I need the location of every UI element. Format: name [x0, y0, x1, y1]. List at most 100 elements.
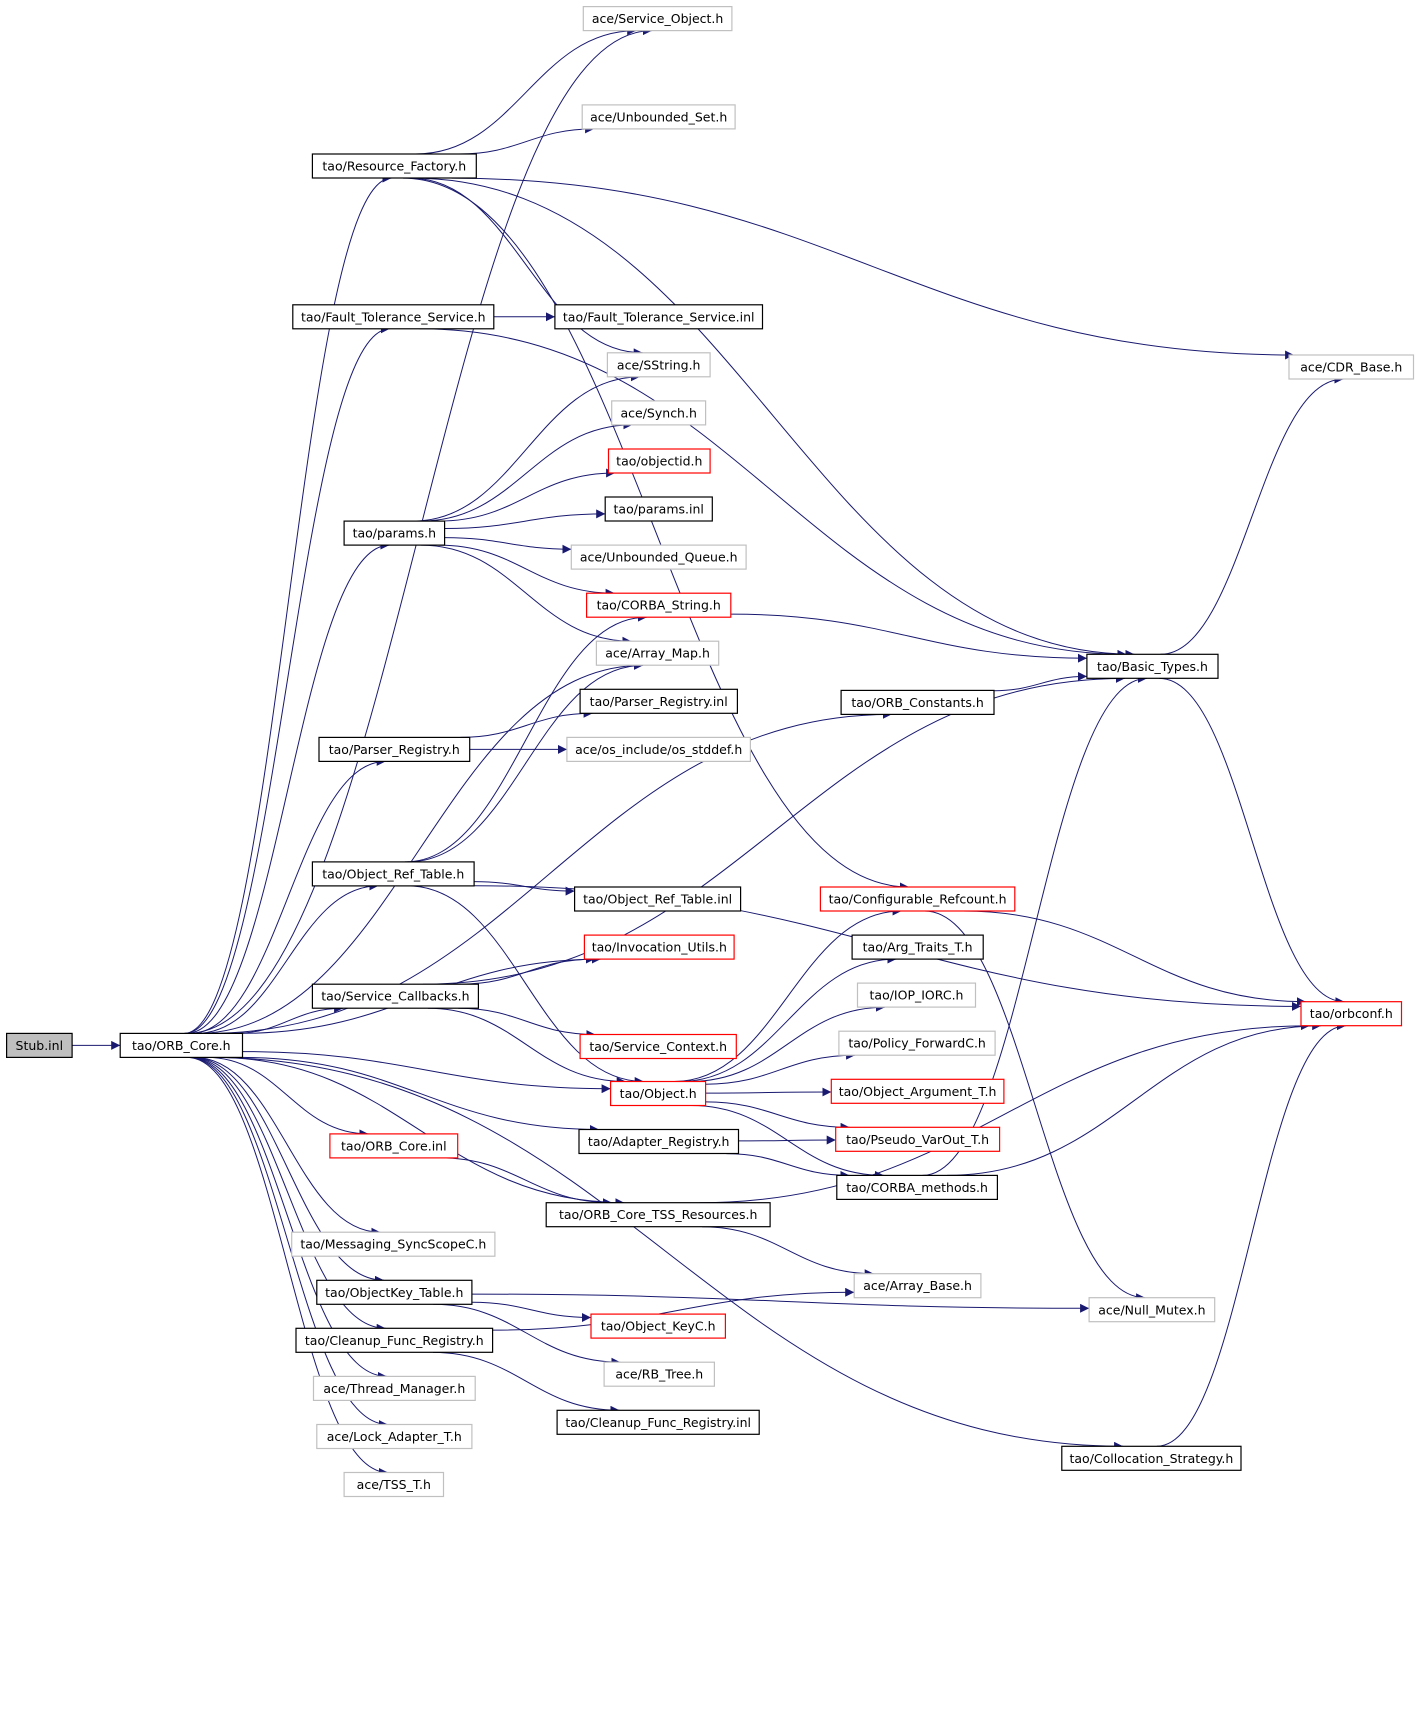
node-box [316, 1423, 473, 1450]
edge-arrow [207, 709, 892, 1034]
node-box [573, 886, 742, 912]
edge-orbcore-to-object [242, 1051, 611, 1094]
edge-resfac-to-svcobj [415, 26, 637, 155]
edge-arrow [419, 328, 1127, 659]
node-label: ace/Array_Map.h [605, 646, 710, 661]
node-polfwd[interactable]: tao/Policy_ForwardC.h [838, 1030, 996, 1056]
node-corbameth[interactable]: tao/CORBA_methods.h [836, 1174, 998, 1201]
node-box [316, 1279, 473, 1305]
node-label: tao/Configurable_Refcount.h [829, 892, 1007, 907]
node-lockadapter[interactable]: ace/Lock_Adapter_T.h [316, 1423, 473, 1450]
node-objkeyc[interactable]: tao/Object_KeyC.h [590, 1313, 726, 1339]
node-tsst[interactable]: ace/TSS_T.h [343, 1471, 445, 1498]
edge-arrow [730, 613, 1087, 663]
edge-parserreg-to-parserreginl [460, 708, 593, 738]
node-label: tao/CORBA_methods.h [846, 1180, 988, 1195]
edge-object-to-argtraits [679, 954, 897, 1082]
edge-arrow [705, 1101, 850, 1132]
edge-adapterreg-to-pseudovar [738, 1135, 836, 1145]
node-resfac[interactable]: tao/Resource_Factory.h [311, 153, 477, 179]
node-unbqueue[interactable]: ace/Unbounded_Queue.h [570, 544, 747, 570]
edge-arrow [471, 1293, 1090, 1313]
node-svcobj[interactable]: ace/Service_Object.h [582, 5, 733, 32]
node-nullmutex[interactable]: ace/Null_Mutex.h [1088, 1297, 1216, 1323]
edge-arrow [422, 673, 1125, 985]
node-orbcore[interactable]: tao/ORB_Core.h [119, 1032, 244, 1059]
edge-arrow [189, 1056, 386, 1333]
node-label: tao/Service_Context.h [589, 1039, 727, 1054]
edge-arrow [187, 1056, 388, 1429]
node-iopiorc[interactable]: tao/IOP_IORC.h [856, 982, 977, 1008]
edge-orbconst-to-basictypes [994, 671, 1087, 692]
edge-orbcore-to-resfac [184, 173, 392, 1034]
node-label: tao/params.h [353, 526, 436, 541]
node-objreftab[interactable]: tao/Object_Ref_Table.h [311, 861, 475, 887]
node-box [856, 982, 977, 1008]
node-arraybase[interactable]: ace/Array_Base.h [853, 1273, 982, 1299]
node-label: ace/CDR_Base.h [1300, 360, 1402, 375]
node-label: tao/Service_Callbacks.h [321, 989, 469, 1004]
node-box [836, 1174, 998, 1201]
node-paramsinl[interactable]: tao/params.inl [604, 496, 713, 522]
node-rbtree[interactable]: ace/RB_Tree.h [603, 1361, 715, 1387]
node-ftsinl[interactable]: tao/Fault_Tolerance_Service.inl [554, 304, 764, 330]
node-box [579, 1033, 737, 1060]
node-fts[interactable]: tao/Fault_Tolerance_Service.h [292, 304, 495, 330]
node-collocation[interactable]: tao/Collocation_Strategy.h [1061, 1445, 1242, 1471]
node-params[interactable]: tao/params.h [343, 520, 446, 546]
node-cleanup[interactable]: tao/Cleanup_Func_Registry.h [295, 1327, 494, 1353]
node-adapterreg[interactable]: tao/Adapter_Registry.h [578, 1128, 740, 1155]
edge-orbcore-to-cleanup [189, 1056, 386, 1333]
node-box [570, 544, 747, 570]
node-synch[interactable]: ace/Synch.h [611, 400, 707, 426]
node-pseudovar[interactable]: tao/Pseudo_VarOut_T.h [835, 1126, 1001, 1152]
edge-resfac-to-confref [402, 177, 910, 892]
node-objarg[interactable]: tao/Object_Argument_T.h [830, 1078, 1005, 1104]
node-argtraits[interactable]: tao/Arg_Traits_T.h [851, 934, 984, 960]
edge-objreftab-to-object [407, 885, 644, 1086]
node-svccb[interactable]: tao/Service_Callbacks.h [311, 983, 479, 1009]
node-parserreginl[interactable]: tao/Parser_Registry.inl [579, 688, 738, 714]
node-invutils[interactable]: tao/Invocation_Utils.h [583, 934, 735, 960]
edge-arrow [433, 1303, 621, 1367]
node-arraymap[interactable]: ace/Array_Map.h [595, 640, 720, 666]
edge-arrow [186, 540, 390, 1034]
node-orbconf[interactable]: tao/orbconf.h [1300, 1001, 1403, 1027]
node-corbastr[interactable]: tao/CORBA_String.h [585, 592, 732, 618]
node-basictypes[interactable]: tao/Basic_Types.h [1086, 653, 1219, 679]
edge-params-to-corbastr [438, 544, 615, 598]
node-box [556, 1409, 760, 1435]
node-box [292, 304, 495, 330]
node-cleanupinl[interactable]: tao/Cleanup_Func_Registry.inl [556, 1409, 760, 1435]
edge-resfac-to-sstring [410, 177, 643, 358]
edge-object-to-pseudovar [705, 1101, 850, 1132]
node-objreftabinl[interactable]: tao/Object_Ref_Table.inl [573, 886, 742, 912]
edge-arrow [438, 468, 616, 522]
node-msgsync[interactable]: tao/Messaging_SyncScopeC.h [291, 1231, 496, 1257]
node-label: tao/Object.h [620, 1086, 697, 1101]
node-sstring[interactable]: ace/SString.h [606, 352, 711, 378]
edge-arrow [924, 910, 1146, 1303]
node-orbcoreinl[interactable]: tao/ORB_Core.inl [329, 1133, 459, 1159]
node-threadmgr[interactable]: ace/Thread_Manager.h [312, 1375, 476, 1402]
node-tssres[interactable]: tao/ORB_Core_TSS_Resources.h [545, 1202, 771, 1228]
node-objectid[interactable]: tao/objectid.h [607, 448, 711, 474]
node-box [295, 1327, 494, 1353]
node-label: tao/Fault_Tolerance_Service.h [301, 309, 486, 324]
node-box [291, 1231, 496, 1257]
node-svcctx[interactable]: tao/Service_Context.h [579, 1033, 737, 1060]
node-objkeytab[interactable]: tao/ObjectKey_Table.h [316, 1279, 473, 1305]
edge-adapterreg-to-corbameth [726, 1153, 850, 1180]
edge-svccb-to-basictypes [422, 673, 1125, 985]
node-orbconst[interactable]: tao/ORB_Constants.h [840, 689, 995, 716]
edge-cleanup-to-cleanupinl [432, 1351, 620, 1415]
node-parserreg[interactable]: tao/Parser_Registry.h [318, 736, 471, 763]
edge-arrow [705, 1050, 856, 1085]
node-object[interactable]: tao/Object.h [609, 1080, 707, 1107]
node-osstddef[interactable]: ace/os_include/os_stddef.h [566, 736, 752, 763]
node-box [838, 1030, 996, 1056]
edge-arrow [458, 1007, 596, 1039]
node-cdrbase[interactable]: ace/CDR_Base.h [1288, 354, 1415, 380]
node-unbset[interactable]: ace/Unbounded_Set.h [581, 104, 736, 130]
node-confref[interactable]: tao/Configurable_Refcount.h [819, 886, 1016, 912]
